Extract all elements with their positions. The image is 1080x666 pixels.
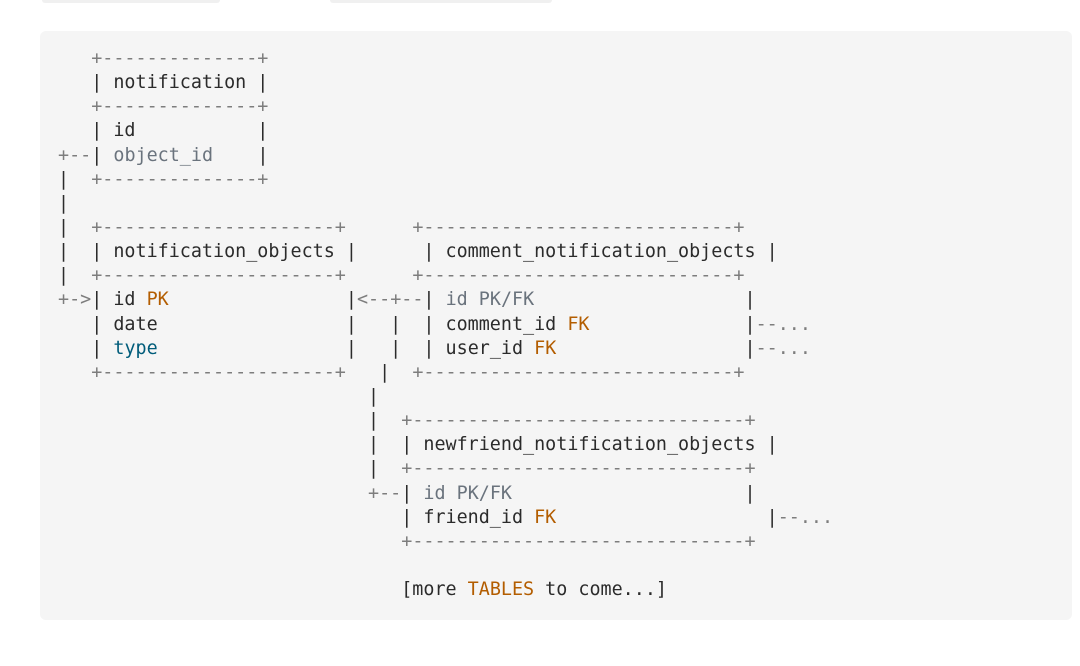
text-segment: | [58,168,92,190]
border-segment: +---------------------+ [91,265,346,287]
text-segment: | [91,144,114,166]
border-segment: +--------------+ [58,48,269,69]
text-segment [58,362,91,383]
border-segment: +------------------------------+ [401,458,756,480]
border-segment: +----------------------------+ [412,361,745,383]
text-segment: | [345,361,413,383]
muted-token: id PK/FK [445,289,535,311]
text-segment: [more [58,579,468,601]
text-segment: | notification | [58,72,269,94]
text-segment: | [511,482,756,504]
border-segment: +--------------+ [58,96,269,118]
text-segment: | [58,265,92,287]
code-line: | +---------------------+ +-------------… [58,216,833,240]
code-line: +->| id PK |<--+--| id PK/FK | [58,288,833,312]
code-line: | date | | | comment_id FK |--... [58,313,833,337]
code-line: [more TABLES to come...] [58,578,833,602]
text-segment: | [423,289,446,311]
border-segment: --... [755,313,811,335]
muted-token: object_id [113,144,214,166]
previous-element-edge [330,0,552,3]
text-segment: | [58,458,402,480]
code-line [58,554,833,578]
keyword-token: PK [146,289,169,311]
keyword-token: FK [567,313,590,335]
keyword-token: FK [534,506,557,528]
text-segment: | [556,506,778,528]
text-segment: | | | user_id [157,337,535,359]
border-segment: +---------------------+ [91,361,346,383]
text-segment: | [58,216,92,238]
text-segment: | [213,144,269,166]
type-token: type [113,337,158,359]
text-segment [58,531,401,552]
border-segment: +---------------------+ [91,216,346,238]
text-segment [346,265,412,286]
code-line: +--------------+ [58,95,833,119]
text-segment [58,483,368,504]
code-line: | friend_id FK |--... [58,506,833,530]
code-line: +--| id PK/FK | [58,482,833,506]
border-segment: +-> [58,289,92,311]
previous-element-edge [42,0,220,3]
text-segment: | friend_id [58,506,535,528]
text-segment [346,217,412,238]
text-segment: | | notification_objects | | comment_not… [58,241,778,263]
text-segment: | [58,410,402,432]
border-segment: +----------------------------+ [412,265,745,287]
code-line: | | newfriend_notification_objects | [58,433,833,457]
border-segment: --... [777,506,834,528]
text-segment: | id | [58,120,269,142]
code-line: | [58,192,833,216]
text-segment: | [534,289,756,311]
code-line: | id | [58,119,833,143]
code-line: | [58,385,833,409]
code-line: | +------------------------------+ [58,457,833,481]
border-segment: +-- [368,482,402,504]
following-paragraph-cutoff [42,656,942,666]
code-line: +--------------+ [58,47,833,71]
text-segment: | [556,337,756,359]
border-segment: +-- [58,144,92,166]
text-segment: to come...] [534,579,667,601]
border-segment: <--+-- [356,289,424,311]
code-line: | type | | | user_id FK |--... [58,337,833,361]
border-segment: +--------------+ [91,168,269,190]
text-segment: | date | | | comment_id [58,313,568,335]
ascii-schema-diagram: +--------------+ | notification | +-----… [58,47,833,602]
code-line: | +--------------+ [58,168,833,192]
text-segment: | [589,313,756,335]
border-segment: --... [755,337,811,359]
code-line: +--| object_id | [58,144,833,168]
code-line: | +------------------------------+ [58,409,833,433]
keyword-token: TABLES [467,579,535,601]
text-segment: | [58,337,114,359]
border-segment: +----------------------------+ [412,216,745,238]
border-segment: +------------------------------+ [401,530,756,552]
muted-token: id PK/FK [423,482,512,504]
code-line: +---------------------+ | +-------------… [58,361,833,385]
code-line: | +---------------------+ +-------------… [58,264,833,288]
text-segment: | [58,385,380,407]
text-segment: | [401,482,424,504]
border-segment: +------------------------------+ [401,410,756,432]
code-line: | | notification_objects | | comment_not… [58,240,833,264]
code-line: | notification | [58,71,833,95]
text-segment: | [58,192,70,214]
keyword-token: FK [534,337,557,359]
text-segment: | | newfriend_notification_objects | [58,434,778,456]
code-line: +------------------------------+ [58,530,833,554]
text-segment: | [168,289,357,311]
code-block: +--------------+ | notification | +-----… [40,31,1072,620]
text-segment: | id [91,289,147,311]
